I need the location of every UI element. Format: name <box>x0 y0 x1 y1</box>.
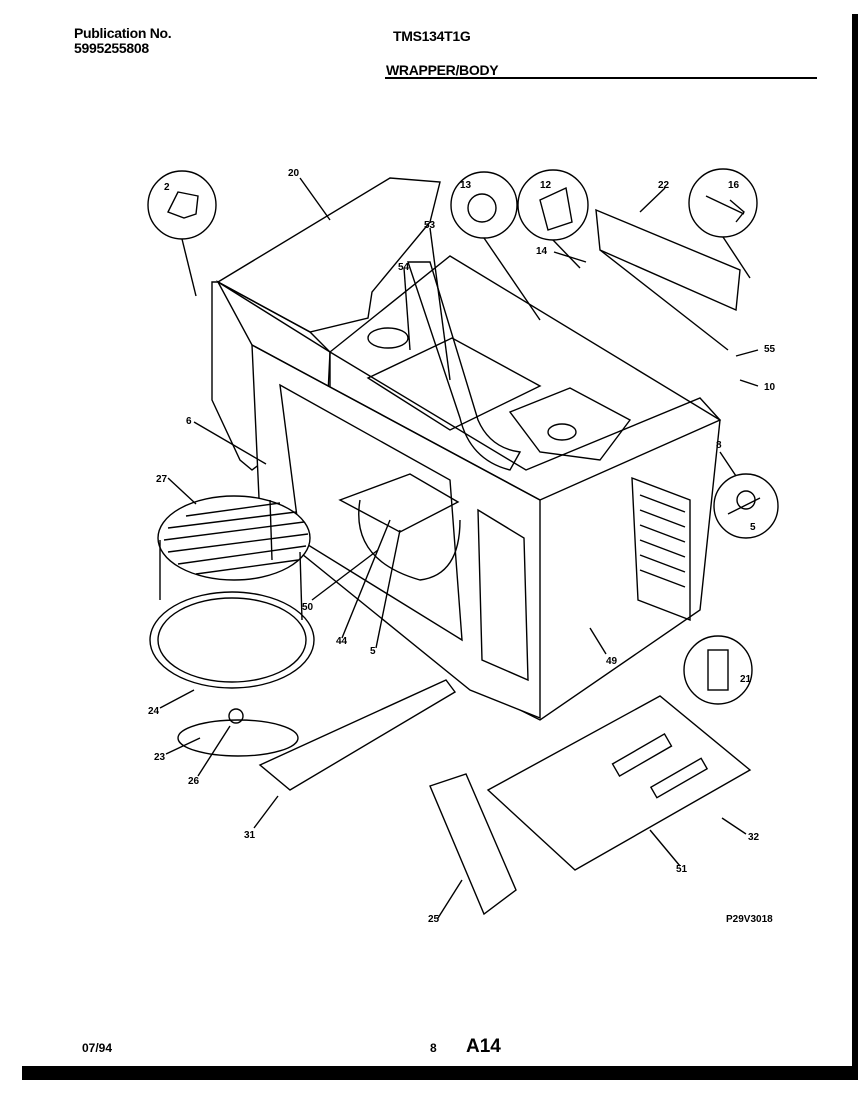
glass-tray <box>149 591 315 689</box>
callout-23: 23 <box>154 752 166 763</box>
callout-6: 6 <box>186 416 192 427</box>
glass-tray-inner <box>157 597 307 683</box>
callout-10: 10 <box>764 382 776 393</box>
clip-icon <box>167 191 199 219</box>
callout-circle-12 <box>517 169 589 241</box>
callout-20: 20 <box>288 168 300 179</box>
callout-16: 16 <box>728 180 740 191</box>
callout-13: 13 <box>460 180 472 191</box>
callout-circle-2 <box>147 170 217 240</box>
roller-ring <box>177 719 299 757</box>
callout-31: 31 <box>244 830 256 841</box>
wrapper-top-panel <box>216 177 441 333</box>
callout-circle-5 <box>713 473 779 539</box>
publication-number: 5995255808 <box>74 40 149 56</box>
footer-page-code: A14 <box>466 1036 501 1057</box>
top-rail <box>216 280 722 501</box>
callout-22: 22 <box>658 180 670 191</box>
callout-24: 24 <box>148 706 160 717</box>
section-title: WRAPPER/BODY <box>386 62 499 78</box>
rear-vent-strip <box>595 208 741 312</box>
latch-icon <box>539 186 573 231</box>
callout-54: 54 <box>398 262 410 273</box>
callout-44: 44 <box>336 636 348 647</box>
knob-icon <box>467 193 497 223</box>
waveguide-duct <box>407 261 522 471</box>
callout-51: 32 <box>748 832 760 843</box>
header-rule <box>385 77 817 79</box>
callout-2: 2 <box>164 182 170 193</box>
callout-21: 21 <box>740 674 752 685</box>
coupler <box>228 708 244 724</box>
control-opening <box>477 508 529 682</box>
callout-27: 27 <box>156 474 168 485</box>
callout-5b: 5 <box>370 646 376 657</box>
rack-leg <box>299 551 303 621</box>
back-edge <box>599 249 729 351</box>
base-slot <box>611 732 673 778</box>
base-slot <box>649 757 709 799</box>
callout-circle-21 <box>683 635 753 705</box>
page-frame <box>22 14 858 1080</box>
callout-8: 8 <box>716 440 722 451</box>
callout-14: 14 <box>536 246 548 257</box>
screw-icon <box>705 195 745 223</box>
callout-53: 53 <box>424 220 436 231</box>
publication-label: Publication No. <box>74 25 172 41</box>
magnetron-cavity <box>358 499 461 581</box>
callout-labels: 2 20 13 12 22 16 53 54 14 55 10 6 27 8 5… <box>148 168 776 925</box>
waveguide-cover <box>508 387 632 461</box>
mounting-hole <box>547 423 577 441</box>
callout-32: 51 <box>676 864 688 875</box>
base-plate <box>486 695 752 871</box>
heat-shield <box>338 473 460 533</box>
callout-12: 12 <box>540 180 552 191</box>
callout-50: 50 <box>302 602 314 613</box>
footer-page-number: 8 <box>430 1041 437 1055</box>
rack-leg <box>269 499 273 561</box>
vent-slots <box>639 494 686 588</box>
callout-5: 5 <box>750 522 756 533</box>
callout-26: 26 <box>188 776 200 787</box>
oven-opening <box>279 383 463 642</box>
callout-55: 55 <box>764 344 776 355</box>
front-rail <box>258 679 457 791</box>
control-bracket <box>429 773 517 916</box>
cavity-ceiling-plate <box>366 337 542 431</box>
screw-head-icon <box>736 490 756 510</box>
callout-25: 25 <box>428 914 440 925</box>
rack-wires <box>163 502 309 575</box>
switch-icon <box>707 649 729 691</box>
vent-grille <box>631 476 691 622</box>
model-number: TMS134T1G <box>393 28 471 44</box>
stirrer-hub <box>367 327 409 349</box>
callout-49: 49 <box>606 656 618 667</box>
callout-circle-16 <box>688 168 758 238</box>
footer-date: 07/94 <box>82 1041 112 1055</box>
figure-code: P29V3018 <box>726 914 773 925</box>
